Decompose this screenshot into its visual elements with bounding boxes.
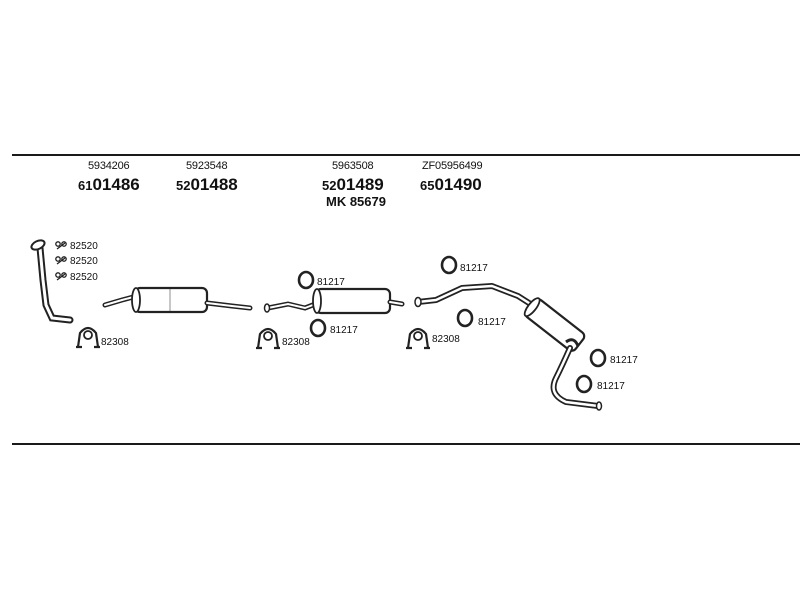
part-2-code-prefix: 52 — [176, 178, 191, 193]
part-3-code-prefix: 52 — [322, 178, 337, 193]
part-1-ref: 5934206 — [88, 160, 130, 172]
part-1-code-main: 01486 — [92, 175, 140, 194]
clamp-icon — [76, 326, 100, 349]
part-3-extra: MK 85679 — [326, 194, 386, 209]
bolt-label: 82520 — [70, 256, 98, 267]
part-2-ref: 5923548 — [186, 160, 228, 172]
ring-label: 81217 — [610, 355, 638, 366]
part-4-code-prefix: 65 — [420, 178, 435, 193]
rear-muffler — [414, 283, 603, 411]
part-1-code-prefix: 61 — [78, 178, 93, 193]
ring-label: 81217 — [317, 277, 345, 288]
bolt-label: 82520 — [70, 272, 98, 283]
part-1-code: 6101486 — [78, 175, 140, 195]
bottom-divider — [12, 443, 800, 445]
clamp-label: 82308 — [282, 337, 310, 348]
ring-label: 81217 — [597, 381, 625, 392]
clamp-icon — [256, 327, 280, 350]
front-pipe — [30, 239, 74, 324]
middle-muffler — [102, 286, 253, 314]
part-4-code-main: 01490 — [434, 175, 482, 194]
ring-label: 81217 — [460, 263, 488, 274]
bolt-icon — [55, 241, 67, 281]
part-2-code: 5201488 — [176, 175, 238, 195]
part-3-code: 5201489 — [322, 175, 384, 195]
clamp-icon — [406, 327, 430, 350]
bolt-label: 82520 — [70, 241, 98, 252]
part-3-code-main: 01489 — [336, 175, 384, 194]
ring-icon — [440, 255, 607, 394]
second-muffler — [263, 287, 405, 315]
ring-label: 81217 — [330, 325, 358, 336]
ring-icon — [297, 270, 327, 338]
part-2-code-main: 01488 — [190, 175, 238, 194]
top-divider — [12, 154, 800, 156]
part-3-ref: 5963508 — [332, 160, 374, 172]
clamp-label: 82308 — [432, 334, 460, 345]
part-4-code: 6501490 — [420, 175, 482, 195]
clamp-label: 82308 — [101, 337, 129, 348]
ring-label: 81217 — [478, 317, 506, 328]
part-4-ref: ZF05956499 — [422, 160, 483, 172]
